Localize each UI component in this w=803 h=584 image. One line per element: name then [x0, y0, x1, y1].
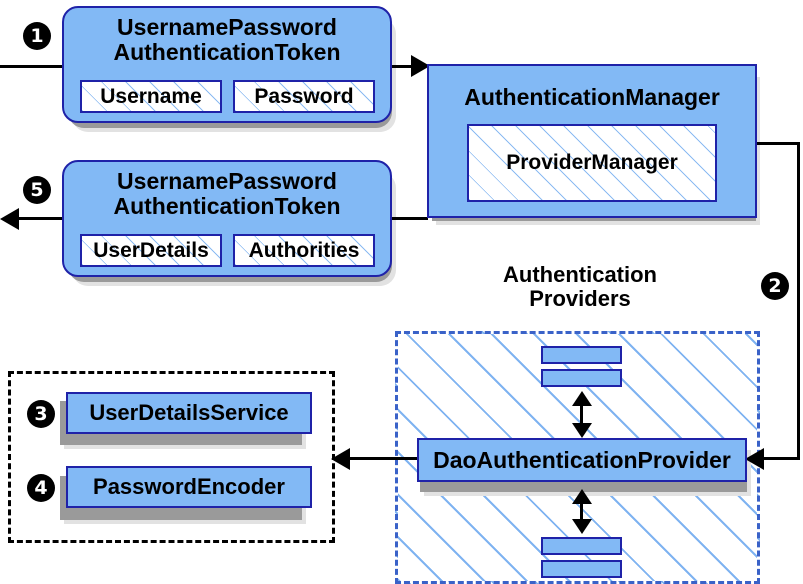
badge-step-4: 4 — [27, 474, 55, 502]
dao-authentication-provider-box[interactable]: DaoAuthenticationProvider — [417, 438, 747, 482]
provider-link-arrow-up-bottom — [572, 489, 592, 504]
manager-to-provider-line-bottom — [762, 457, 800, 460]
manager-return-line — [392, 217, 428, 220]
response-token-title-line1: UsernamePassword — [117, 168, 337, 194]
authentication-manager-label: AuthenticationManager — [464, 84, 720, 110]
authentication-providers-title: Authentication Providers — [460, 262, 700, 312]
provider-manager-label: ProviderManager — [506, 151, 678, 174]
response-token-field-userdetails-label: UserDetails — [93, 238, 209, 262]
response-token-field-authorities[interactable]: Authorities — [233, 234, 375, 267]
passwordencoder-box[interactable]: PasswordEncoder — [66, 466, 312, 508]
request-token-field-username-label: Username — [100, 84, 202, 108]
provider-manager-inner-box[interactable]: ProviderManager — [467, 124, 717, 202]
badge-step-2: 2 — [761, 272, 789, 300]
provider-link-arrow-up-top — [572, 391, 592, 406]
incoming-request-line — [0, 65, 80, 68]
provider-to-support-arrowhead — [331, 448, 350, 470]
provider-link-arrow-down-top — [572, 423, 592, 438]
manager-to-provider-arrowhead — [745, 448, 764, 470]
badge-step-5: 5 — [23, 176, 51, 204]
badge-step-1: 1 — [23, 22, 51, 50]
provider-placeholder-top-1[interactable] — [541, 346, 622, 364]
provider-placeholder-top-2[interactable] — [541, 369, 622, 387]
userdetailsservice-label: UserDetailsService — [89, 400, 289, 426]
provider-to-support-line — [348, 457, 418, 460]
request-token-field-password[interactable]: Password — [233, 80, 375, 113]
response-token-field-userdetails[interactable]: UserDetails — [80, 234, 222, 267]
authentication-providers-title-line2: Providers — [529, 286, 631, 312]
token-to-manager-line — [392, 65, 424, 68]
request-token-title-line2: AuthenticationToken — [113, 38, 341, 65]
dao-authentication-provider-label: DaoAuthenticationProvider — [433, 446, 731, 473]
response-token-title-line2: AuthenticationToken — [113, 192, 341, 219]
provider-placeholder-bottom-1[interactable] — [541, 537, 622, 555]
passwordencoder-label: PasswordEncoder — [93, 474, 285, 500]
provider-placeholder-bottom-2[interactable] — [541, 560, 622, 578]
response-outgoing-arrowhead — [0, 208, 19, 230]
provider-link-arrow-down-bottom — [572, 519, 592, 534]
provider-link-line-top — [580, 400, 583, 425]
userdetailsservice-box[interactable]: UserDetailsService — [66, 392, 312, 434]
request-token-box[interactable]: UsernamePassword AuthenticationToken — [62, 6, 392, 123]
response-token-field-authorities-label: Authorities — [248, 238, 360, 262]
manager-to-provider-line-top — [757, 142, 800, 145]
token-to-manager-arrowhead — [411, 55, 430, 77]
manager-to-provider-line-vertical — [797, 142, 800, 460]
badge-step-3: 3 — [27, 400, 55, 428]
request-token-title-line1: UsernamePassword — [117, 14, 337, 40]
provider-link-line-bottom — [580, 498, 583, 521]
request-token-field-password-label: Password — [254, 84, 354, 108]
response-outgoing-line — [12, 217, 64, 220]
authentication-providers-title-line1: Authentication — [503, 262, 657, 287]
request-token-field-username[interactable]: Username — [80, 80, 222, 113]
